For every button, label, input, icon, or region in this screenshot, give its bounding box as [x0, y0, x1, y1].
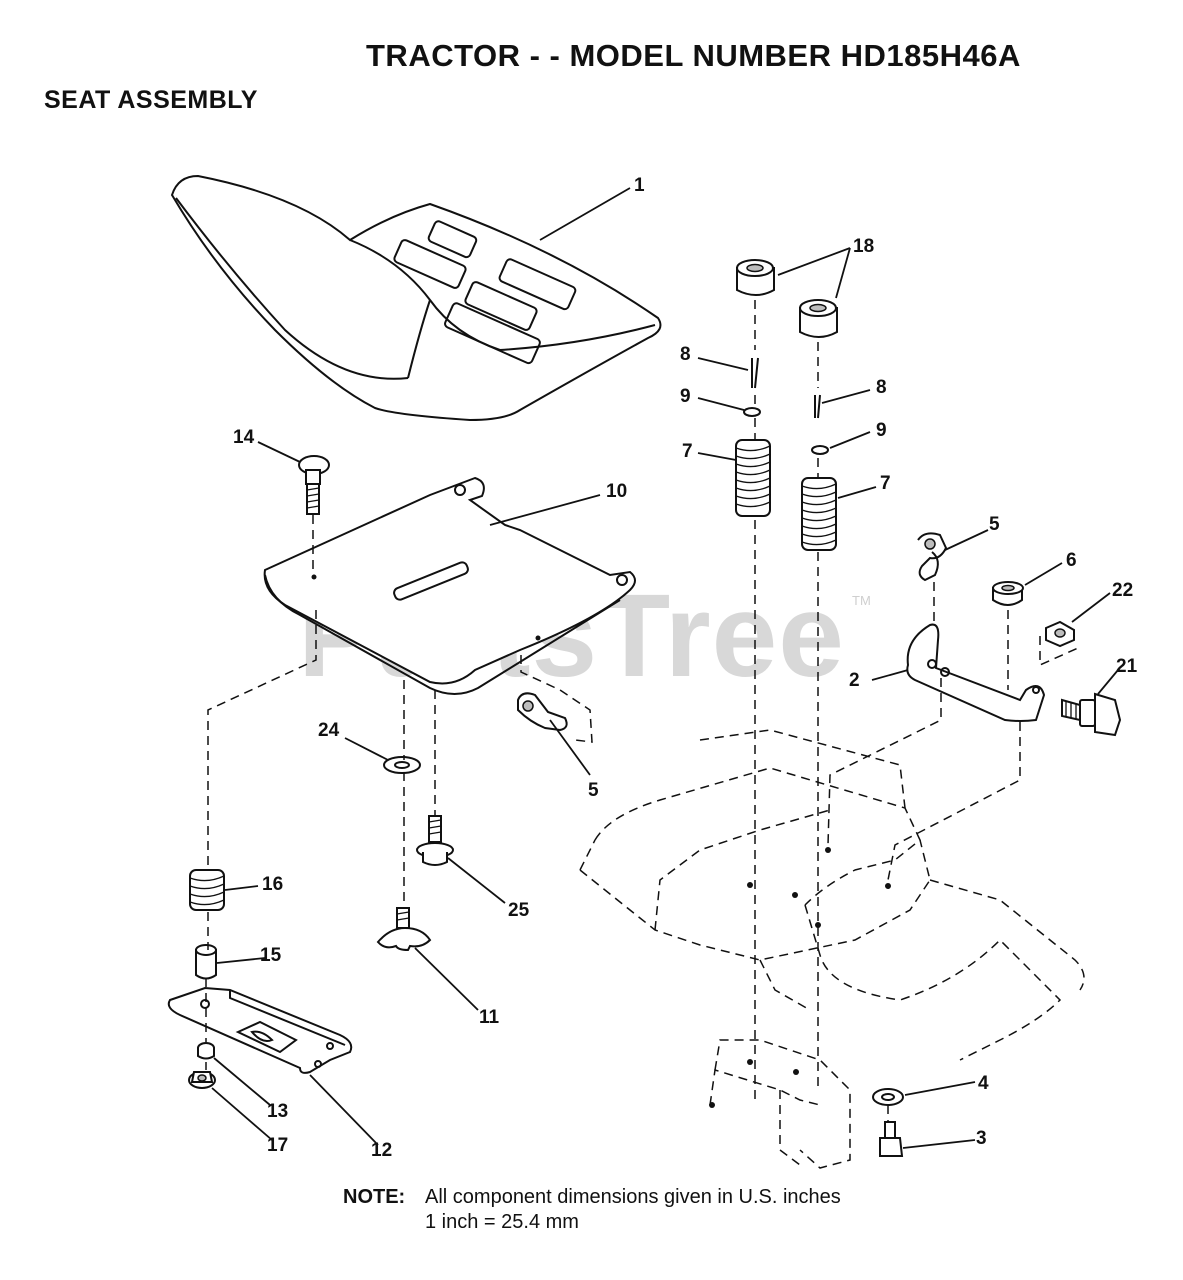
callout-8: 8: [680, 344, 691, 365]
seat-spring-part[interactable]: [735, 439, 837, 551]
callout-10: 10: [606, 481, 628, 502]
adjuster-spring-part[interactable]: [189, 869, 225, 911]
callout-21: 21: [1116, 656, 1138, 677]
bracket-part[interactable]: [906, 623, 1046, 722]
frame-bolt-part[interactable]: [879, 1121, 904, 1157]
seat-slide-plate-part[interactable]: [167, 986, 353, 1074]
callout-14: 14: [233, 427, 255, 448]
note-conversion: 1 inch = 25.4 mm: [425, 1211, 579, 1233]
callout-25: 25: [508, 900, 530, 921]
leader-lines: [211, 187, 1119, 1149]
callout-8: 8: [876, 377, 887, 398]
page-title: TRACTOR - - MODEL NUMBER HD185H46A: [366, 38, 1021, 73]
spacer-part[interactable]: [736, 259, 838, 338]
callout-17: 17: [267, 1135, 289, 1156]
pin-and-washer-parts[interactable]: [743, 357, 829, 455]
watermark-trademark: TM: [852, 593, 871, 608]
flat-washer-part[interactable]: [383, 756, 421, 774]
callout-9: 9: [680, 386, 691, 407]
callout-12: 12: [371, 1140, 393, 1161]
carriage-bolt-part[interactable]: [298, 455, 330, 515]
callout-18: 18: [853, 236, 875, 257]
note-label: NOTE:: [343, 1186, 406, 1208]
callout-7: 7: [880, 473, 891, 494]
nut-part[interactable]: [992, 581, 1024, 606]
callout-6: 6: [1066, 550, 1077, 571]
section-title: SEAT ASSEMBLY: [44, 86, 258, 114]
frame-washer-part[interactable]: [872, 1088, 904, 1106]
seat-pan-part[interactable]: [263, 476, 636, 695]
callout-24: 24: [318, 720, 340, 741]
hex-nut-part[interactable]: [197, 1042, 215, 1060]
note-text: All component dimensions given in U.S. i…: [425, 1186, 841, 1208]
callout-11: 11: [479, 1007, 500, 1028]
assembly-lines: [205, 300, 1079, 1122]
callout-7: 7: [682, 441, 693, 462]
callout-2: 2: [849, 670, 860, 691]
adjustment-knob-part[interactable]: [376, 907, 432, 952]
callout-5: 5: [588, 780, 599, 801]
seat-part[interactable]: [170, 174, 662, 422]
callout-1: 1: [634, 175, 645, 196]
callout-22: 22: [1112, 580, 1134, 601]
lock-nut-part[interactable]: [1045, 620, 1075, 648]
shoulder-screw-part[interactable]: [416, 815, 454, 866]
tractor-frame-outline: [579, 729, 1085, 1169]
callout-4: 4: [978, 1073, 989, 1094]
shoulder-bolt-part[interactable]: [1061, 692, 1122, 737]
bushing-part[interactable]: [195, 944, 217, 980]
callout-3: 3: [976, 1128, 987, 1149]
callout-13: 13: [267, 1101, 289, 1122]
seat-clip-part[interactable]: [517, 532, 948, 732]
callout-15: 15: [260, 945, 282, 966]
callout-16: 16: [262, 874, 284, 895]
flange-nut-part[interactable]: [188, 1071, 216, 1089]
callout-5: 5: [989, 514, 1000, 535]
callout-9: 9: [876, 420, 887, 441]
